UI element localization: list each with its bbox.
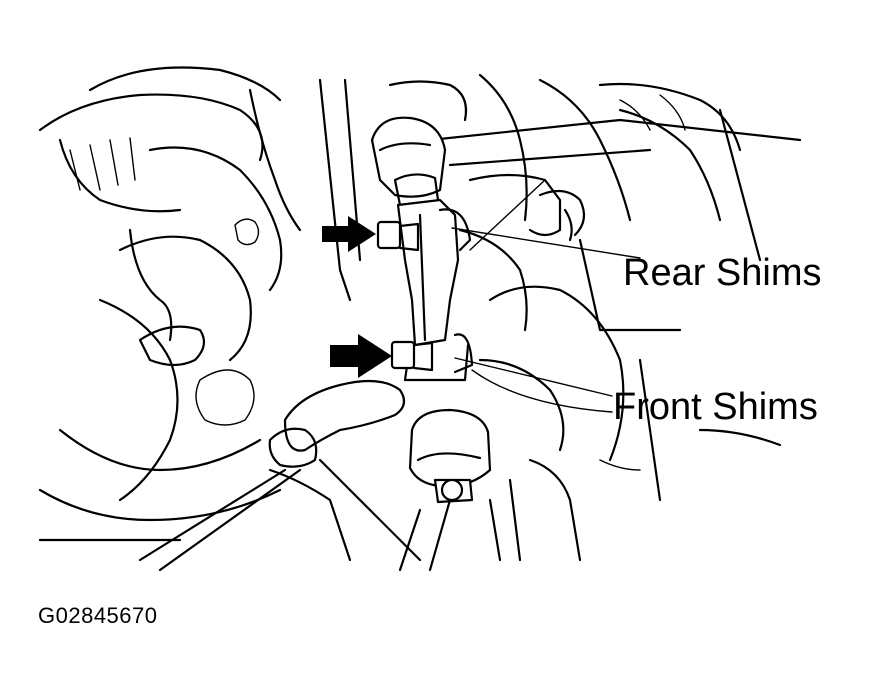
upper-bushing: [370, 116, 447, 208]
strut-rod: [396, 198, 474, 382]
front-shims-leader-line: [454, 357, 613, 413]
rear-bolt: [376, 220, 420, 252]
engine-block-right: [458, 173, 782, 562]
front-bolt: [390, 340, 434, 372]
rear-shims-leader-line: [451, 179, 641, 259]
figure-id: G02845670: [38, 603, 158, 628]
lower-left-hose: [138, 379, 452, 572]
rear-arrow-icon: [322, 216, 376, 252]
front-shims-label: Front Shims: [613, 386, 818, 428]
engine-block-top: [248, 73, 802, 302]
rear-shims-label: Rear Shims: [623, 252, 822, 294]
front-arrow-icon: [330, 334, 392, 378]
engine-block-left: [38, 66, 352, 562]
lower-bushing: [408, 408, 492, 504]
